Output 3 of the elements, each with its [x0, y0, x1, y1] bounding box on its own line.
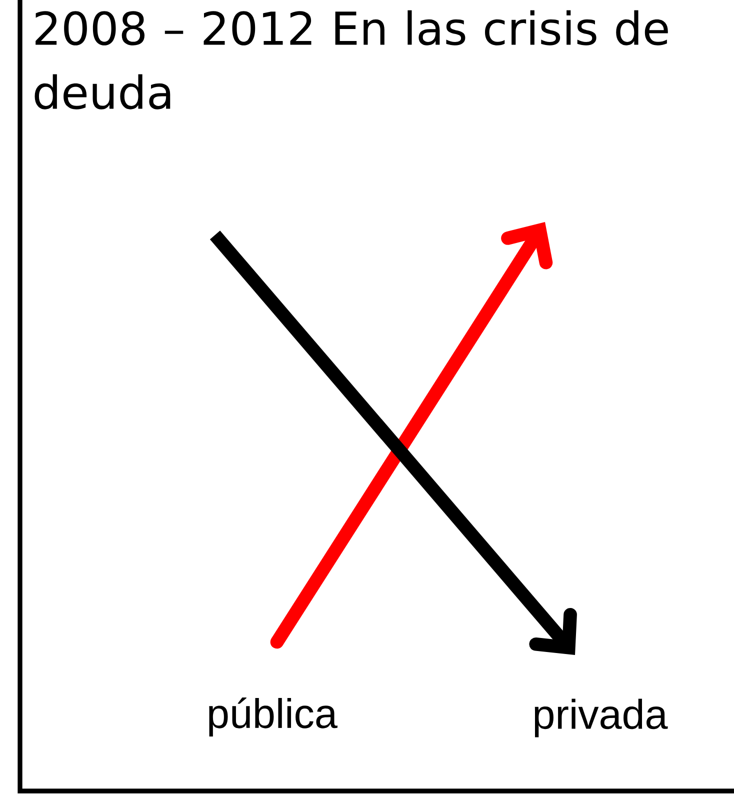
- title: 2008 – 2012 En las crisis de deuda: [34, 10, 668, 110]
- axis-label: pública: [209, 698, 338, 736]
- axis-label: privada: [534, 698, 668, 738]
